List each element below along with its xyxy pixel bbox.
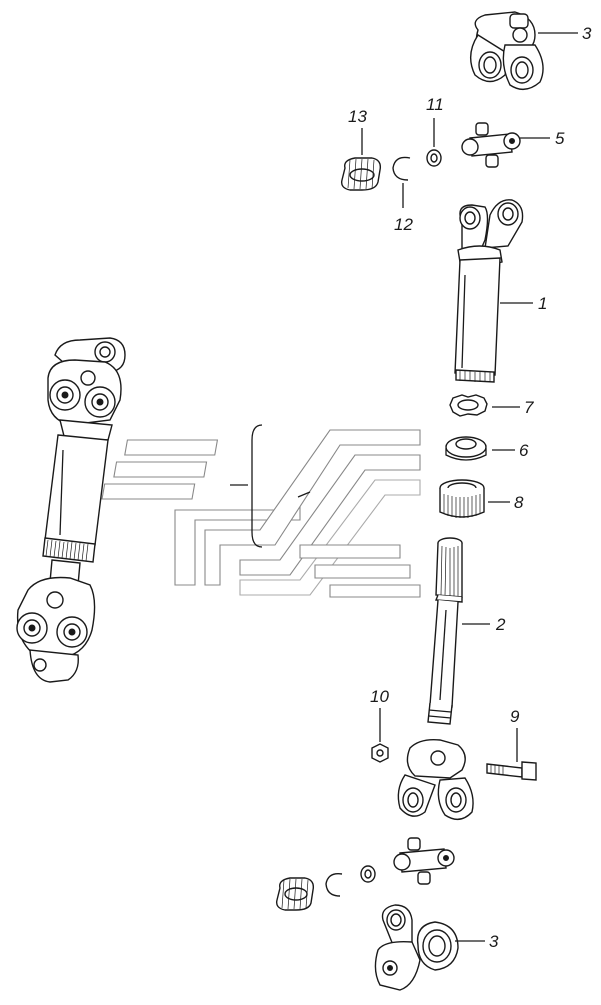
callout-2: 2 xyxy=(495,615,506,634)
splined-seal xyxy=(449,394,488,417)
o-ring-bottom xyxy=(360,865,376,883)
callout-6: 6 xyxy=(519,441,529,460)
callout-9: 9 xyxy=(510,707,520,726)
logo-watermark xyxy=(101,424,421,598)
spider-cross xyxy=(461,122,521,168)
clamp-yoke xyxy=(397,738,474,820)
splined-shaft xyxy=(427,537,463,725)
locknut xyxy=(371,743,389,763)
o-ring xyxy=(426,149,442,167)
yoke-top xyxy=(470,11,544,90)
yoke-bottom xyxy=(374,904,459,991)
bolt xyxy=(486,761,537,781)
bearing-cup-bottom xyxy=(275,877,315,911)
tube-with-yoke xyxy=(454,199,524,383)
callout-7: 7 xyxy=(524,398,534,417)
assembled-cardan-shaft xyxy=(16,337,126,683)
thick-washer xyxy=(445,436,487,461)
callout-5: 5 xyxy=(555,129,565,148)
knurled-nut xyxy=(439,479,485,518)
callout-10: 10 xyxy=(370,687,389,706)
callout-3-top: 3 xyxy=(582,24,592,43)
callout-12: 12 xyxy=(394,215,413,234)
callout-3-bottom: 3 xyxy=(489,932,499,951)
callout-1: 1 xyxy=(538,294,547,313)
callout-8: 8 xyxy=(514,493,524,512)
spider-cross-bottom xyxy=(393,837,455,885)
callout-13: 13 xyxy=(348,107,367,126)
bearing-cup xyxy=(340,157,382,191)
circlip-bottom xyxy=(325,873,343,897)
circlip xyxy=(392,156,411,181)
callout-11: 11 xyxy=(426,95,444,114)
